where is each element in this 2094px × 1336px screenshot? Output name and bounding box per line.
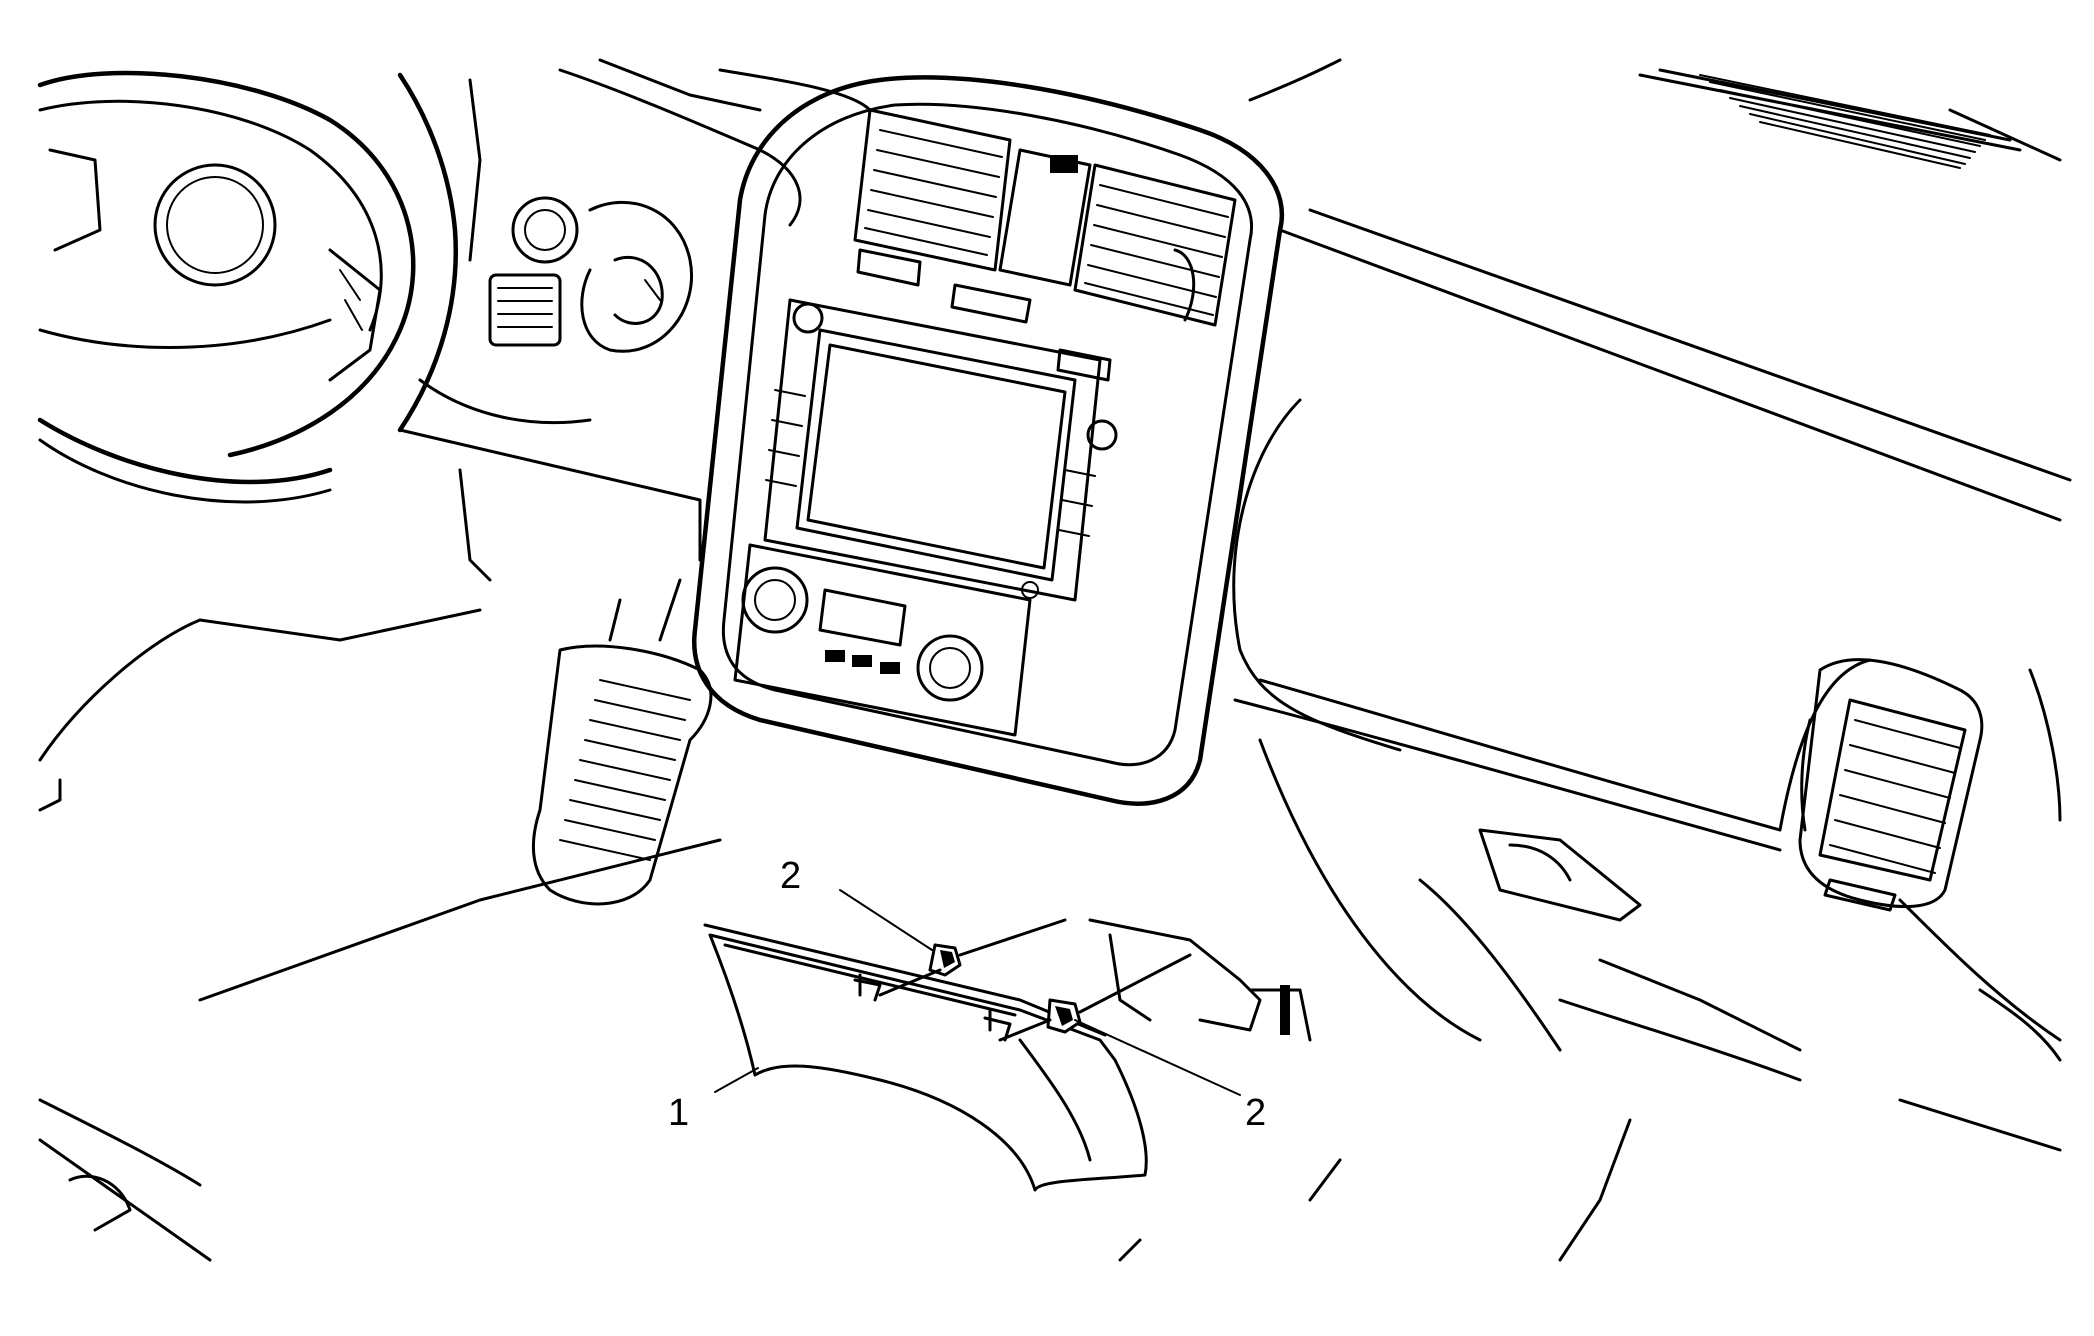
instrument-cluster — [397, 58, 802, 562]
callout-label-2-upper: 2 — [780, 855, 801, 897]
radio-display — [763, 298, 1118, 602]
callout-label-1: 1 — [668, 1092, 689, 1134]
callout-label-2-lower: 2 — [1245, 1092, 1266, 1134]
right-air-vent — [1798, 658, 1984, 912]
passenger-footwell — [1118, 668, 2062, 1262]
driver-knee-bolster — [38, 468, 722, 1262]
center-vents — [853, 108, 1237, 382]
glove-box-panel — [1232, 398, 1872, 922]
clip-part-2-lower — [1046, 998, 1082, 1034]
hvac-controls — [733, 543, 1032, 737]
dash-top — [718, 58, 2072, 522]
clip-part-2-upper — [928, 943, 962, 977]
lower-center-vent — [531, 578, 713, 906]
center-stack — [692, 75, 1285, 806]
steering-wheel — [37, 70, 416, 504]
trim-panel-part-1 — [703, 923, 1148, 1192]
leader-lines — [714, 889, 1241, 1096]
mounting-bracket — [1088, 918, 1312, 1042]
install-guide-lines — [878, 918, 1192, 1042]
